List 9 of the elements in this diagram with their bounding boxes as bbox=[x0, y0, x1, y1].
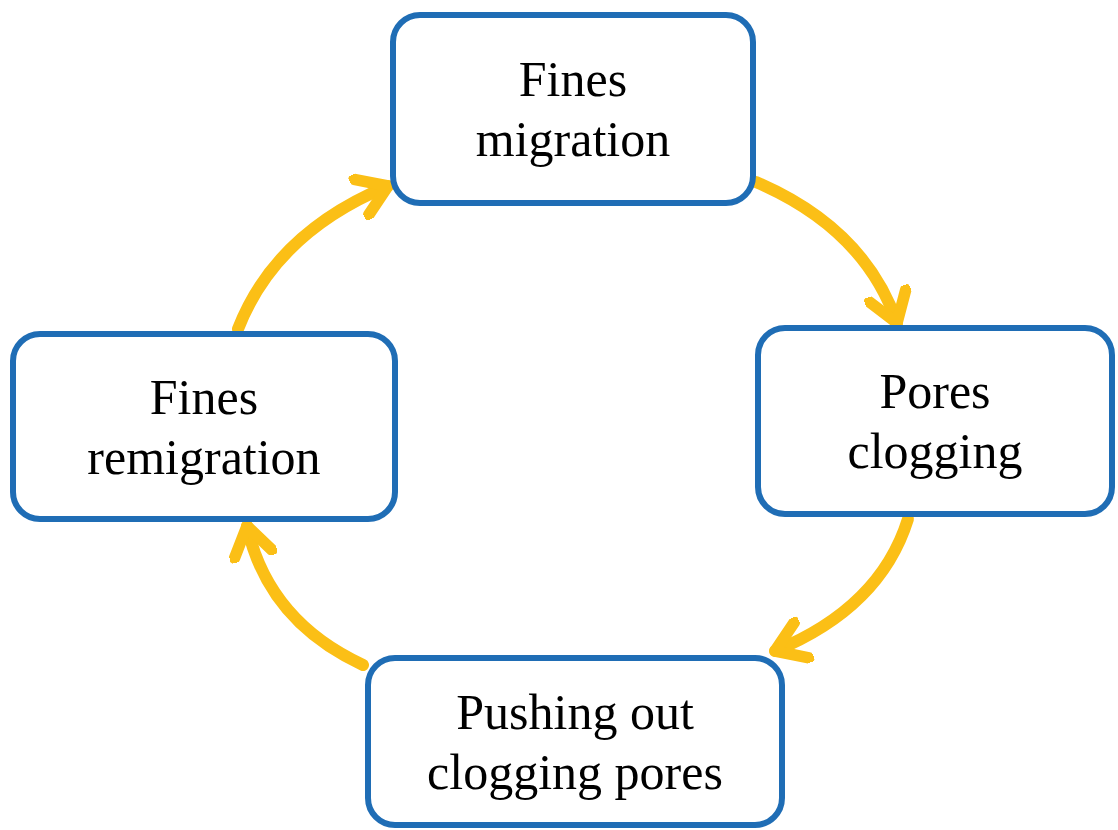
process-box bbox=[755, 325, 1115, 517]
box-label: Fines remigration bbox=[86, 367, 322, 487]
box-label: Pores clogging bbox=[846, 362, 1024, 481]
process-box bbox=[365, 655, 785, 828]
box-label: Pushing out clogging pores bbox=[426, 682, 724, 802]
process-box bbox=[390, 12, 756, 206]
box-label: Fines migration bbox=[474, 50, 672, 169]
process-box bbox=[10, 331, 398, 522]
curved-arrow bbox=[229, 520, 369, 671]
